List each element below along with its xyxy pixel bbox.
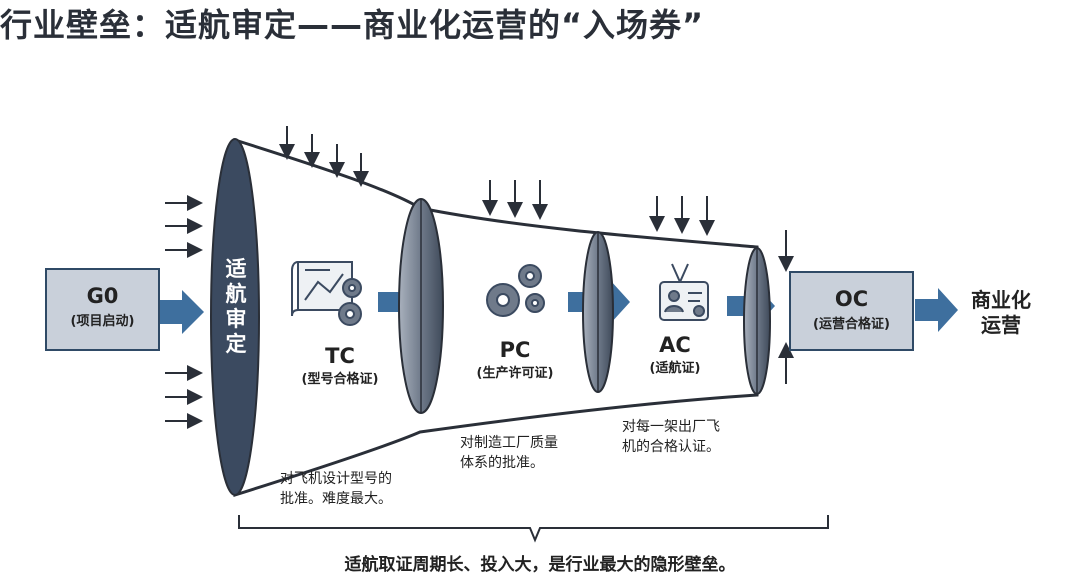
end-code: OC bbox=[834, 287, 869, 311]
stage-ac-desc: 对每一架出厂飞 机的合格认证。 bbox=[622, 417, 720, 457]
end-sub: (运营合格证) bbox=[813, 317, 890, 332]
pressure-arrows-top bbox=[279, 126, 715, 236]
stage-tc-desc-line: 批准。难度最大。 bbox=[280, 491, 392, 507]
stage-pc-sub: (生产许可证) bbox=[476, 366, 554, 381]
funnel-label-char: 适 bbox=[225, 257, 247, 281]
stage-pc-desc-line: 体系的批准。 bbox=[460, 455, 544, 471]
gears-icon bbox=[486, 264, 545, 317]
funnel-vertical-label: 适航审定 bbox=[221, 257, 251, 357]
result-label: 商业化 运营 bbox=[962, 288, 1040, 338]
id-badge-icon bbox=[659, 263, 709, 321]
stage-ac-desc-line: 机的合格认证。 bbox=[622, 439, 720, 455]
stage-tc-desc: 对飞机设计型号的 批准。难度最大。 bbox=[280, 469, 392, 509]
bottom-bracket bbox=[238, 515, 829, 543]
input-arrows-left bbox=[165, 195, 203, 429]
page-title: 行业壁垒：适航审定——商业化运营的“入场券” bbox=[0, 6, 705, 44]
funnel-label-char: 审 bbox=[225, 307, 247, 331]
gate-ellipse-tc-pc bbox=[398, 198, 444, 414]
funnel-entry-ellipse bbox=[210, 138, 260, 496]
stage-tc-label: TC (型号合格证) bbox=[275, 344, 405, 387]
gate-ellipse-pc-ac bbox=[582, 231, 614, 393]
stage-tc-sub: (型号合格证) bbox=[301, 372, 379, 387]
result-line: 商业化 bbox=[971, 288, 1031, 312]
arrow-g0-to-funnel bbox=[160, 290, 204, 334]
start-box-g0: G0 (项目启动) bbox=[45, 268, 160, 351]
stage-tc-desc-line: 对飞机设计型号的 bbox=[280, 471, 392, 487]
start-code: G0 bbox=[86, 284, 119, 308]
blueprint-gear-icon bbox=[291, 261, 362, 326]
gate-ellipse-ac-oc bbox=[743, 247, 771, 395]
start-sub: (项目启动) bbox=[70, 314, 135, 329]
funnel-label-char: 航 bbox=[225, 282, 247, 306]
stage-ac-desc-line: 对每一架出厂飞 bbox=[622, 419, 720, 435]
funnel-label-char: 定 bbox=[225, 332, 247, 356]
arrow-oc-to-result bbox=[915, 288, 958, 332]
stage-ac-code: AC bbox=[659, 333, 691, 357]
stage-pc-desc: 对制造工厂质量 体系的批准。 bbox=[460, 433, 558, 473]
stage-pc-label: PC (生产许可证) bbox=[450, 338, 580, 381]
bottom-note: 适航取证周期长、投入大，是行业最大的隐形壁垒。 bbox=[344, 555, 736, 575]
stage-ac-label: AC (适航证) bbox=[620, 333, 730, 376]
result-line: 运营 bbox=[981, 313, 1021, 337]
end-box-oc: OC (运营合格证) bbox=[789, 271, 914, 351]
stage-ac-sub: (适航证) bbox=[649, 361, 701, 376]
stage-tc-code: TC bbox=[325, 344, 355, 368]
stage-pc-desc-line: 对制造工厂质量 bbox=[460, 435, 558, 451]
stage-pc-code: PC bbox=[499, 338, 531, 362]
